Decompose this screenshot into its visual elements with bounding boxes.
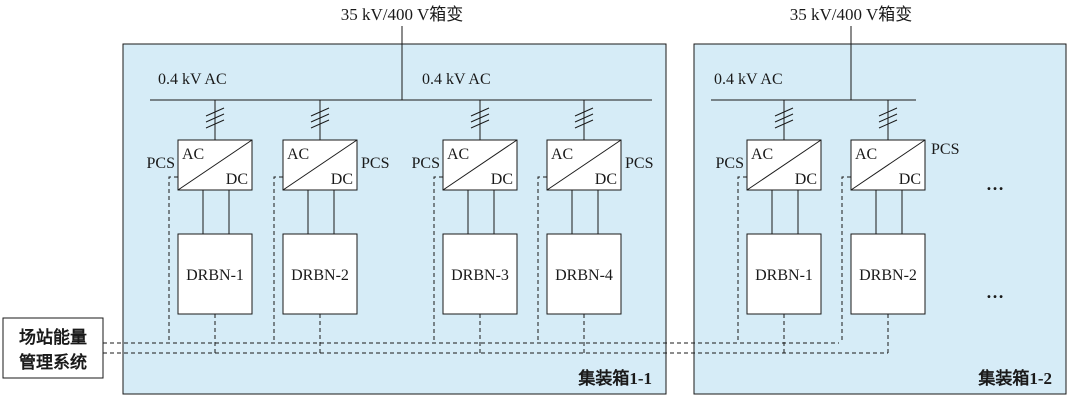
battery-box <box>282 233 358 315</box>
dc-label: DC <box>491 171 513 188</box>
dc-label: DC <box>331 171 353 188</box>
three-phase-mark <box>774 107 794 129</box>
c1-unit-1: AC DC PCS DRBN-1 <box>147 100 253 353</box>
ac-label: AC <box>287 146 309 163</box>
three-phase-mark <box>310 107 330 129</box>
converter-diagonal <box>746 139 822 191</box>
ac-label: AC <box>855 146 877 163</box>
battery-box <box>442 233 518 315</box>
container-1-2-units: AC DC PCS DRBN-1 AC DC PCS DRBN-2 <box>716 100 959 353</box>
converter-diagonal <box>850 139 926 191</box>
ellipsis-upper: … <box>986 174 1004 194</box>
battery-label: DRBN-2 <box>291 267 349 284</box>
pcs-comm-line <box>537 176 547 343</box>
pcs-label: PCS <box>716 155 744 172</box>
ems-box <box>2 317 104 379</box>
battery-label: DRBN-4 <box>555 267 613 284</box>
pcs-label: PCS <box>412 155 440 172</box>
three-phase-mark <box>205 107 225 129</box>
transformer-label-2: 35 kV/400 V箱变 <box>790 5 912 24</box>
three-phase-mark <box>574 107 594 129</box>
pcs-label: PCS <box>147 155 175 172</box>
pcs-comm-line <box>273 176 283 343</box>
dc-label: DC <box>226 171 248 188</box>
pcs-comm-line <box>841 176 851 343</box>
pcs-comm-line <box>168 176 178 343</box>
converter-diagonal <box>442 139 518 191</box>
three-phase-mark <box>470 107 490 129</box>
pcs-comm-line <box>433 176 443 343</box>
container-label-1-1: 集装箱1-1 <box>577 368 652 388</box>
c1-unit-4: AC DC PCS DRBN-4 <box>537 100 653 353</box>
bus-label-2a: 0.4 kV AC <box>714 71 783 88</box>
container-1-2 <box>693 43 1067 395</box>
ac-label: AC <box>182 146 204 163</box>
transformer-label-1: 35 kV/400 V箱变 <box>341 5 463 24</box>
container-1-1 <box>122 43 667 395</box>
pcs-comm-line <box>737 176 747 343</box>
bus-label-1b: 0.4 kV AC <box>422 71 491 88</box>
three-phase-mark <box>878 107 898 129</box>
ems-label-line1: 场站能量 <box>19 327 87 347</box>
pcs-label: PCS <box>625 155 653 172</box>
pcs-label: PCS <box>931 141 959 158</box>
battery-box <box>546 233 622 315</box>
converter-diagonal <box>177 139 253 191</box>
bus-label-1a: 0.4 kV AC <box>158 71 227 88</box>
battery-label: DRBN-3 <box>451 267 509 284</box>
ems-label-line2: 管理系统 <box>19 352 87 372</box>
container-1-1-units: ACDCPCSDRBN-1ACDCPCSDRBN-2ACDCPCSDRBN-3A… <box>147 100 653 353</box>
converter-diagonal <box>546 139 622 191</box>
battery-box <box>746 233 822 315</box>
c2-unit-1: AC DC PCS DRBN-1 <box>716 100 822 353</box>
container-label-1-2: 集装箱1-2 <box>977 368 1052 388</box>
pcs-label: PCS <box>361 155 389 172</box>
c1-unit-2: AC DC PCS DRBN-2 <box>273 100 389 353</box>
battery-label: DRBN-1 <box>755 267 813 284</box>
dc-label: DC <box>899 171 921 188</box>
c2-unit-2: AC DC PCS DRBN-2 <box>841 100 959 353</box>
ac-label: AC <box>751 146 773 163</box>
c1-unit-3: AC DC PCS DRBN-3 <box>412 100 518 353</box>
ac-label: AC <box>447 146 469 163</box>
battery-label: DRBN-2 <box>859 267 917 284</box>
ems-communication-lines <box>103 342 888 354</box>
converter-diagonal <box>282 139 358 191</box>
ellipsis-lower: … <box>986 282 1004 302</box>
battery-label: DRBN-1 <box>186 267 244 284</box>
battery-box <box>850 233 926 315</box>
ac-label: AC <box>551 146 573 163</box>
dc-label: DC <box>795 171 817 188</box>
dc-label: DC <box>595 171 617 188</box>
